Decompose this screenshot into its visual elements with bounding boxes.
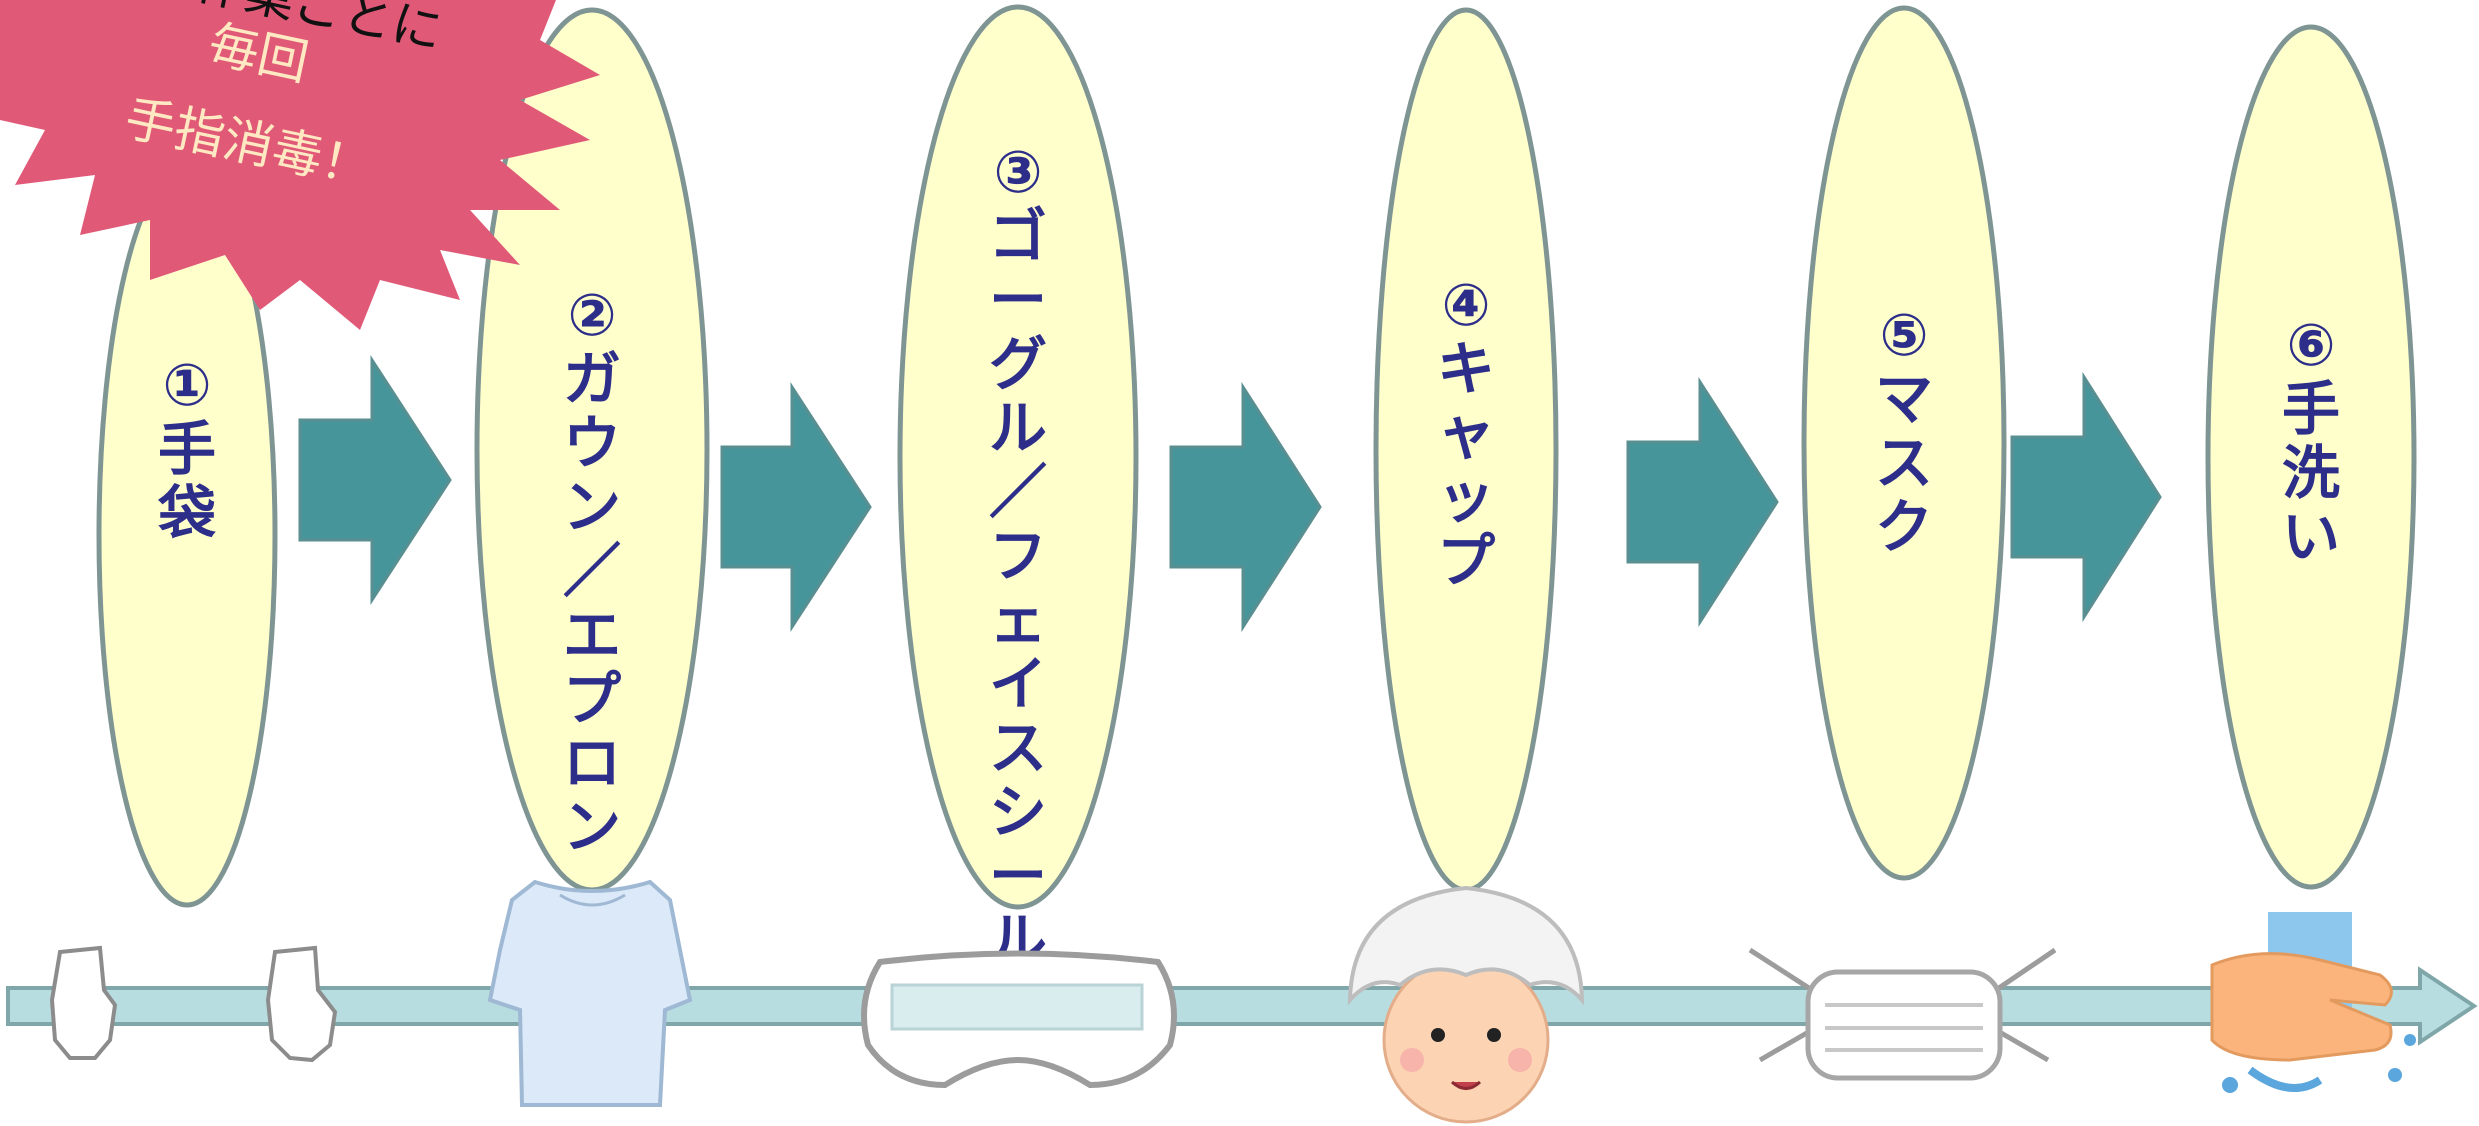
step-label-char: ⑤ [1879,301,1928,369]
step-label-char: ッ [1437,463,1495,531]
flow-arrows [298,354,2162,633]
step-label-char: ③ [993,138,1042,206]
step-label-char: ② [567,281,616,349]
step-label-char: ー [989,266,1047,334]
step-label-char: ン [563,793,621,861]
step-ellipses [96,4,2417,910]
step-label-char: キ [1437,335,1495,403]
flow-arrow-5 [2010,371,2162,623]
step-label-char: イ [989,650,1047,718]
step-label-char: ① [162,351,211,419]
step-label-char: 手 [158,415,216,483]
step-label-char: ェ [989,586,1047,654]
step-label-char: ル [989,394,1047,462]
hand-sanitize-badge: 1作業ごとに 毎回 手指消毒！ [0,0,600,330]
step-label-char: 洗 [2282,439,2340,507]
step-label-char: プ [1437,527,1495,595]
flow-arrow-3 [1169,381,1322,633]
step-label-char: ガ [563,345,621,413]
flow-arrow-2 [720,381,872,633]
step-label-char: マ [1875,365,1933,433]
step-label-char: ス [1875,429,1933,497]
gown-icon [487,879,693,1107]
step-label-char: 手 [2282,375,2340,443]
flow-arrow-4 [1626,376,1779,628]
step-label-char: ス [989,714,1047,782]
step-ellipse-6 [2205,24,2417,890]
step-label-char: ④ [1441,271,1490,339]
step-label-char: グ [989,330,1047,398]
step-ellipse-5 [1801,5,2007,881]
step-label-char: ー [989,842,1047,910]
step-label-char: シ [989,778,1047,846]
starburst-shape [0,0,600,330]
step-label-char: ャ [1437,399,1495,467]
mask-icon [1748,947,2057,1081]
glove-icon [49,945,338,1063]
timeline-arrow [6,966,2478,1046]
step-label-char: 袋 [157,479,216,547]
step-ellipse-3 [897,4,1139,910]
flow-arrow-1 [298,354,452,606]
step-label-char: ／ [989,458,1047,526]
step-label-char: ク [1875,493,1933,561]
step-label-char: ／ [563,537,621,605]
step-label-char: ウ [563,409,621,477]
step-label-char: ン [563,473,621,541]
goggles-icon [861,950,1177,1089]
step-label-char: ゴ [989,202,1047,270]
step-label-char: エ [563,601,621,669]
step-label-char: プ [563,665,621,733]
step-label-char: ⑥ [2286,311,2335,379]
step-label-char: フ [989,522,1047,590]
step-label-char: い [2282,503,2340,571]
step-label-char: ロ [563,729,621,797]
handwash-icon [2210,912,2416,1093]
cap-icon [1347,885,1585,1124]
